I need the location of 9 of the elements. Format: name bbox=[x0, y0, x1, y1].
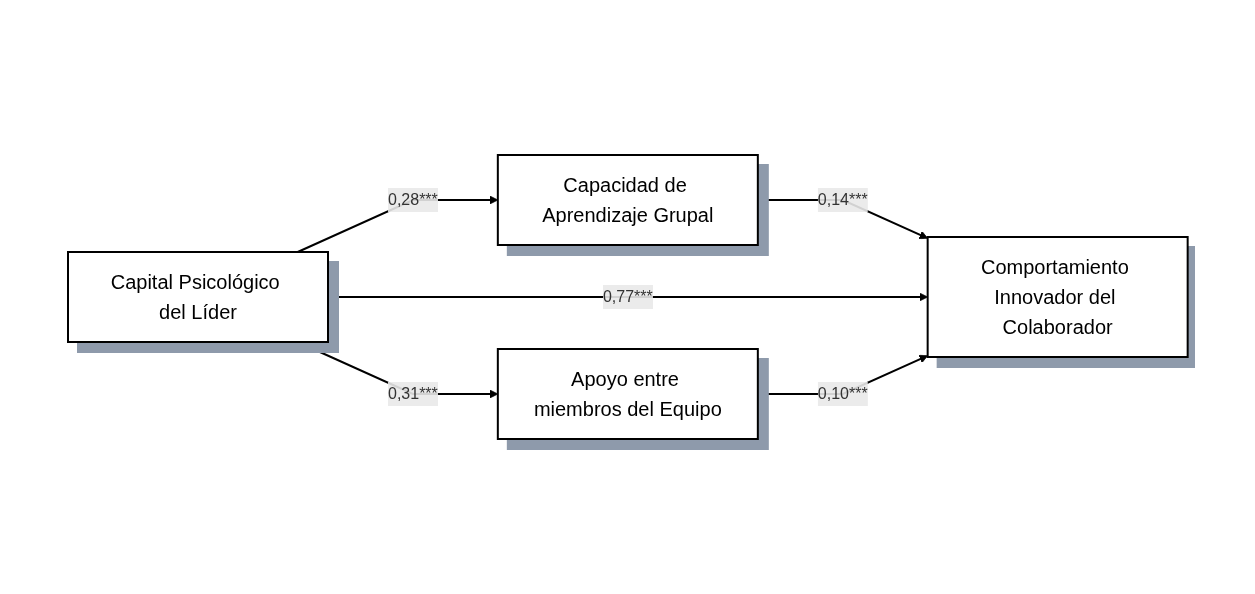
edge-label: 0,31*** bbox=[387, 385, 438, 402]
node-box: Capacidad de Aprendizaje Grupal bbox=[496, 154, 759, 246]
edge-label: 0,77*** bbox=[602, 288, 653, 305]
node-box: Apoyo entre miembros del Equipo bbox=[496, 348, 759, 440]
node-box: Capital Psicológico del Líder bbox=[66, 251, 329, 343]
edge-label: 0,10*** bbox=[817, 385, 868, 402]
node-box: Comportamiento Innovador del Colaborador bbox=[926, 236, 1189, 358]
edge-label: 0,14*** bbox=[817, 191, 868, 208]
edge-label: 0,28*** bbox=[387, 191, 438, 208]
